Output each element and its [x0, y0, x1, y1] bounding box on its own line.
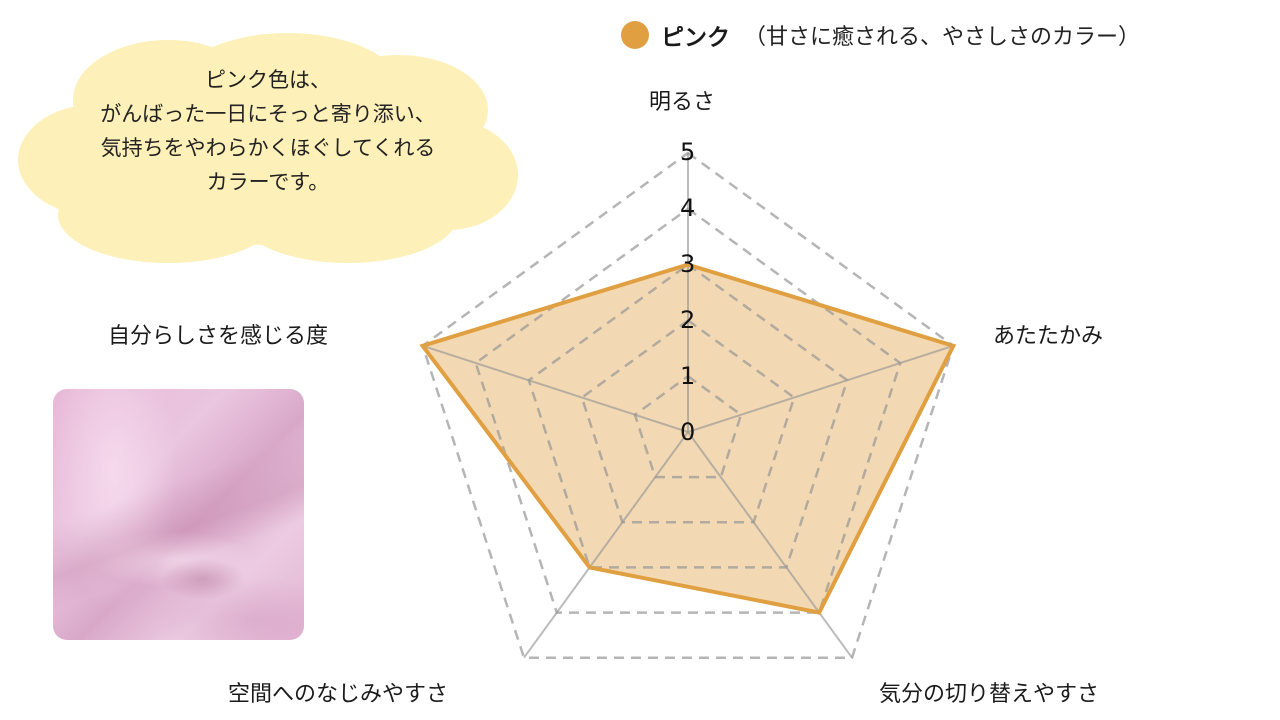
legend-description: （甘さに癒される、やさしさのカラー） [744, 25, 1141, 50]
grid-spoke [523, 431, 689, 659]
cloud-callout-shape [18, 33, 518, 263]
axis-label-mood-switch: 気分の切り替えやすさ [879, 682, 1100, 707]
axis-label-space-fit: 空間へのなじみやすさ [228, 682, 449, 707]
axis-label-warmth: あたたかみ [993, 324, 1104, 349]
grid-spoke [687, 431, 853, 659]
grid-ring [527, 263, 849, 569]
callout-line: ピンク色は、 [205, 68, 331, 92]
tick-label: 0 [680, 418, 696, 446]
series-outline [419, 262, 957, 615]
grid-spoke [422, 344, 689, 433]
grid-spoke [687, 344, 954, 433]
grid-ring [421, 151, 955, 659]
callout-line: 気持ちをやわらかくほぐしてくれる [100, 136, 436, 160]
callout-text: ピンク色は、 がんばった一日にそっと寄り添い、 気持ちをやわらかくほぐしてくれる… [58, 63, 478, 199]
legend-series-name: ピンク [661, 25, 730, 51]
grid-ring [474, 207, 902, 614]
tick-label: 4 [680, 194, 696, 222]
axis-label-self-feel: 自分らしさを感じる度 [108, 324, 329, 349]
tick-label: 2 [680, 306, 696, 334]
legend-swatch-icon [621, 21, 649, 49]
chart-legend: ピンク （甘さに癒される、やさしさのカラー） [621, 17, 1140, 53]
callout-line: がんばった一日にそっと寄り添い、 [100, 102, 436, 126]
grid-ring [580, 318, 796, 524]
axis-label-brightness: 明るさ [649, 90, 716, 115]
tick-label: 1 [680, 362, 696, 390]
tick-label: 3 [680, 250, 696, 278]
series-area [422, 264, 954, 613]
pink-fabric-image [53, 389, 304, 640]
grid-ring [633, 374, 743, 479]
callout-line: カラーです。 [206, 170, 330, 194]
tick-label: 5 [680, 138, 696, 166]
